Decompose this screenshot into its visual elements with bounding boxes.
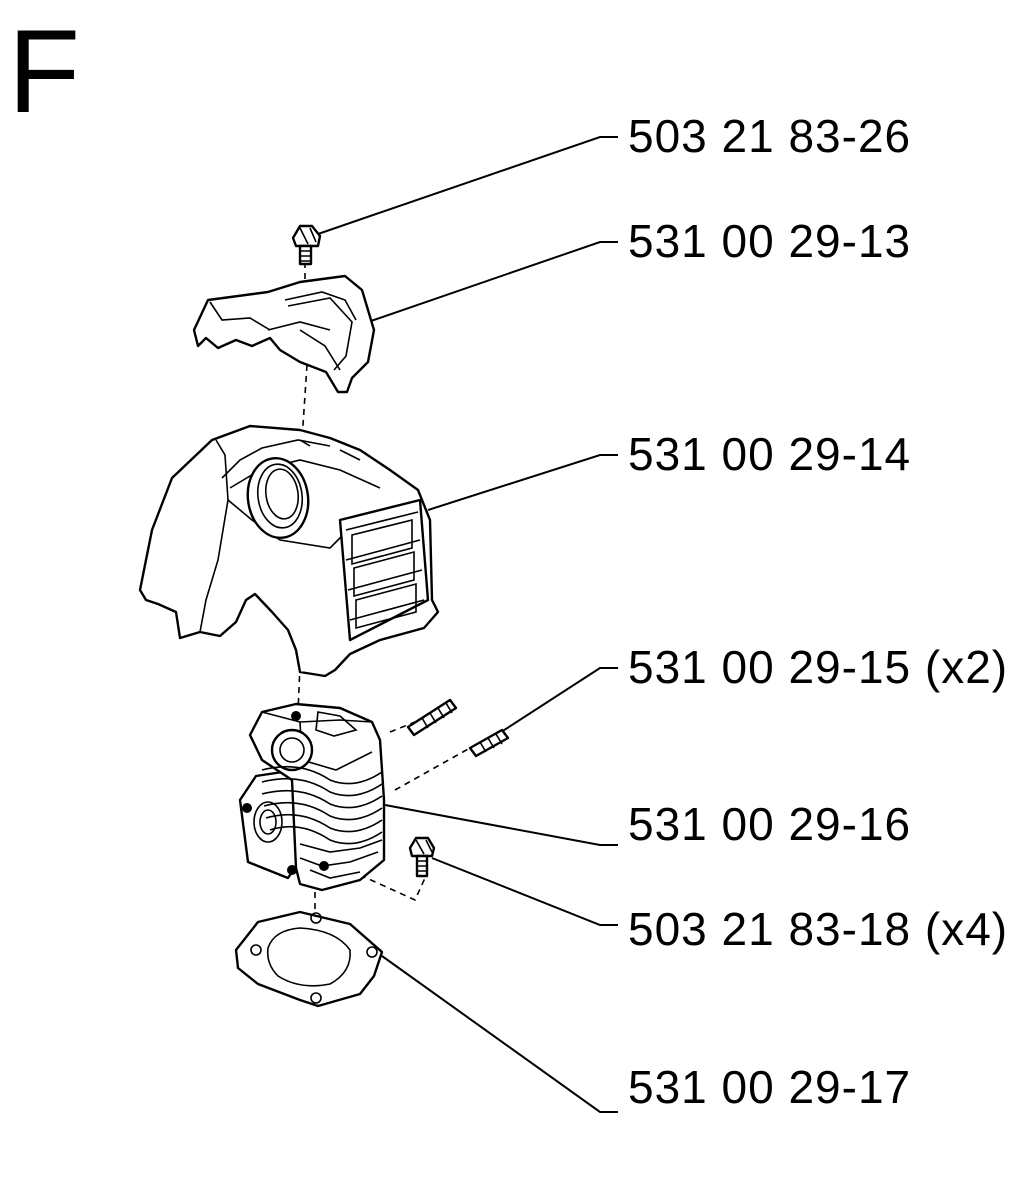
top-cap-part <box>192 274 376 394</box>
leader-cylinder <box>384 804 618 846</box>
screw-bottom-part <box>408 836 436 878</box>
stud-parts <box>406 698 510 758</box>
leader-screw-top <box>317 136 618 235</box>
part-label-top-cap: 531 00 29-13 <box>628 215 911 267</box>
part-label-stud: 531 00 29-15 (x2) <box>628 641 1008 693</box>
leader-lines <box>317 136 618 1113</box>
leader-top-cap <box>367 241 618 323</box>
part-label-cylinder-cover: 531 00 29-14 <box>628 428 911 480</box>
gasket-part <box>234 910 384 1008</box>
part-label-screw-bottom: 503 21 83-18 (x4) <box>628 903 1008 955</box>
leader-stud <box>497 667 618 735</box>
section-letter: F <box>8 6 80 138</box>
leader-screw-bottom <box>431 857 618 926</box>
cylinder-cover-part <box>138 424 440 678</box>
part-label-gasket: 531 00 29-17 <box>628 1061 911 1113</box>
leader-cylinder-cover <box>427 454 618 511</box>
leader-gasket <box>381 955 618 1113</box>
screw-top-part <box>291 224 322 266</box>
cylinder-part <box>238 702 386 892</box>
part-label-screw-top: 503 21 83-26 <box>628 110 911 162</box>
part-label-cylinder: 531 00 29-16 <box>628 798 911 850</box>
